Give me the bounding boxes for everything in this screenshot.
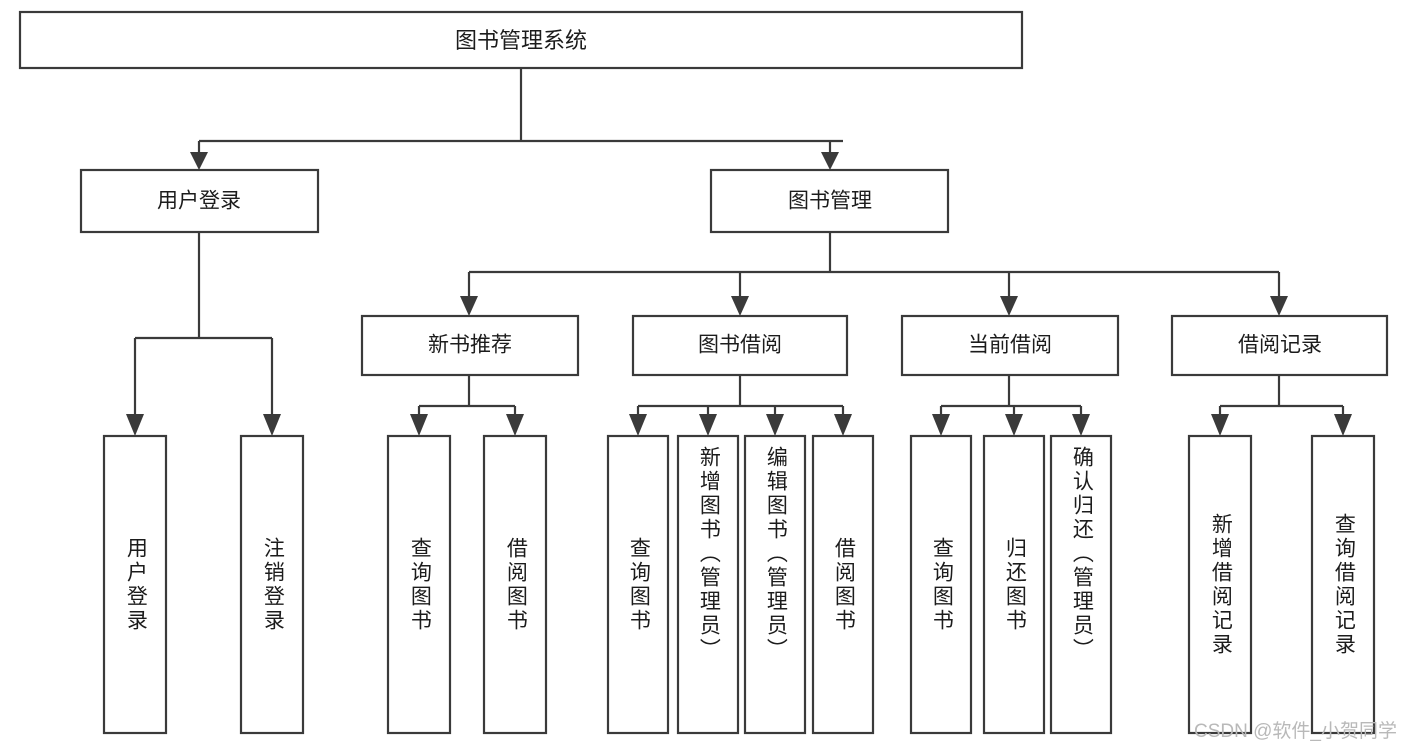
- arrow-head-bb-query-book: [629, 414, 647, 436]
- node-box-root[interactable]: [18, 10, 1024, 70]
- edge-current-borrow-to-leaves: [939, 375, 1083, 418]
- connector-layer: [126, 68, 1352, 436]
- node-box-leaf-logout-login[interactable]: [239, 434, 305, 735]
- arrow-head-nbr-query-book: [410, 414, 428, 436]
- edge-book-borrow-to-leaves: [636, 375, 845, 418]
- arrow-head-to-new-book-rec: [460, 296, 478, 316]
- node-label-root: 图书管理系统: [455, 28, 587, 53]
- node-box-leaf-br-add-record[interactable]: [1187, 434, 1253, 735]
- arrow-head-to-user-login: [190, 152, 208, 170]
- node-box-leaf-cb-query-book[interactable]: [909, 434, 973, 735]
- arrow-head-br-add-record: [1211, 414, 1229, 436]
- node-label-new-book-recommend: 新书推荐: [428, 334, 512, 357]
- node-box-leaf-bb-borrow-book[interactable]: [811, 434, 875, 735]
- node-label-borrow-record: 借阅记录: [1238, 334, 1322, 357]
- edge-user-login-to-leaves: [133, 232, 274, 418]
- edge-book-manage-to-level3: [467, 232, 1281, 300]
- node-box-leaf-user-login[interactable]: [102, 434, 168, 735]
- arrow-head-to-leaf-user-login: [126, 414, 144, 436]
- node-label-user-login: 用户登录: [157, 190, 241, 213]
- arrow-head-bb-edit-book: [766, 414, 784, 436]
- edge-borrow-record-to-leaves: [1218, 375, 1345, 418]
- node-box-new-book-recommend[interactable]: [360, 314, 580, 377]
- node-box-book-management[interactable]: [709, 168, 950, 234]
- node-box-user-login[interactable]: [79, 168, 320, 234]
- watermark-text: CSDN @软件_小贺同学: [1194, 721, 1397, 742]
- arrow-head-to-borrow-record: [1270, 296, 1288, 316]
- node-box-leaf-br-query-record[interactable]: [1310, 434, 1376, 735]
- edge-root-to-level2: [197, 68, 843, 156]
- node-box-leaf-bb-add-book-admin[interactable]: [676, 434, 740, 735]
- node-label-current-borrow: 当前借阅: [968, 334, 1052, 357]
- node-box-leaf-bb-query-book[interactable]: [606, 434, 670, 735]
- edge-new-book-rec-to-leaves: [417, 375, 517, 418]
- arrow-head-to-book-manage: [821, 152, 839, 170]
- arrow-head-cb-confirm-return: [1072, 414, 1090, 436]
- node-box-leaf-nbr-borrow-book[interactable]: [482, 434, 548, 735]
- arrow-head-cb-query-book: [932, 414, 950, 436]
- arrow-head-to-book-borrow: [731, 296, 749, 316]
- arrow-head-bb-borrow-book: [834, 414, 852, 436]
- arrow-head-cb-return-book: [1005, 414, 1023, 436]
- node-label-book-management: 图书管理: [788, 190, 872, 213]
- arrow-head-bb-add-book: [699, 414, 717, 436]
- node-layer: 图书管理系统 用户登录 图书管理 新书推荐 图书借阅 当前借阅 借阅记录: [18, 10, 1389, 735]
- node-label-book-borrow: 图书借阅: [698, 334, 782, 357]
- node-box-book-borrow[interactable]: [631, 314, 849, 377]
- node-box-leaf-nbr-query-book[interactable]: [386, 434, 452, 735]
- arrow-head-to-leaf-logout: [263, 414, 281, 436]
- node-box-leaf-cb-return-book[interactable]: [982, 434, 1046, 735]
- node-box-current-borrow[interactable]: [900, 314, 1120, 377]
- node-box-borrow-record[interactable]: [1170, 314, 1389, 377]
- node-box-leaf-cb-confirm-return-admin[interactable]: [1049, 434, 1113, 735]
- arrow-head-br-query-record: [1334, 414, 1352, 436]
- arrow-head-to-current-borrow: [1000, 296, 1018, 316]
- arrow-head-nbr-borrow-book: [506, 414, 524, 436]
- node-box-leaf-bb-edit-book-admin[interactable]: [743, 434, 807, 735]
